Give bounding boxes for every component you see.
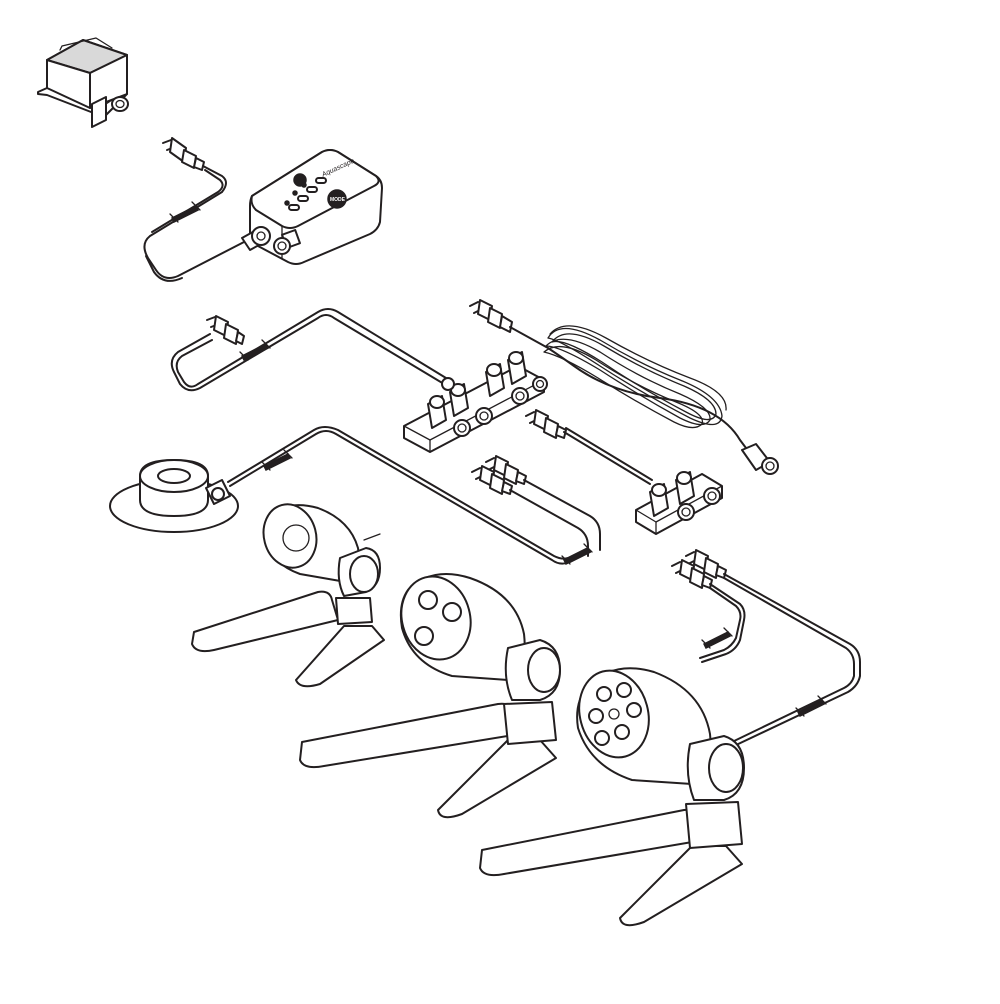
plug-pair-right (671, 549, 861, 747)
splitter-port (427, 395, 447, 429)
splitter-port (449, 383, 469, 417)
male-plug (671, 559, 713, 589)
extension-cable-main (170, 308, 447, 392)
controller: MODE Aquascape (241, 149, 383, 265)
coiled-extension-cable (469, 299, 779, 475)
splitter-port (675, 471, 695, 505)
large-splitter (403, 351, 548, 453)
power-plug-cable (143, 137, 245, 282)
female-connector (741, 443, 779, 475)
male-plug (162, 137, 205, 171)
splitter-port (649, 483, 669, 517)
splitter-port (485, 363, 505, 397)
male-plug (525, 409, 567, 439)
spotlight-medium (299, 573, 561, 819)
splitter-port (507, 351, 527, 385)
transformer (37, 37, 129, 128)
spotlight-large (479, 667, 745, 927)
mode-button-label: MODE (330, 197, 346, 203)
male-plug (485, 455, 527, 485)
small-splitter (635, 471, 723, 535)
male-plug (206, 315, 245, 345)
spotlight-small (191, 503, 385, 688)
floating-light (109, 459, 239, 533)
male-plug (685, 549, 727, 579)
male-plug (469, 299, 513, 333)
mode-button[interactable] (327, 189, 347, 209)
plug-pair-middle (471, 455, 601, 566)
small-splitter-cable (525, 409, 653, 485)
male-plug (471, 465, 513, 495)
control-buttons[interactable] (284, 177, 327, 211)
